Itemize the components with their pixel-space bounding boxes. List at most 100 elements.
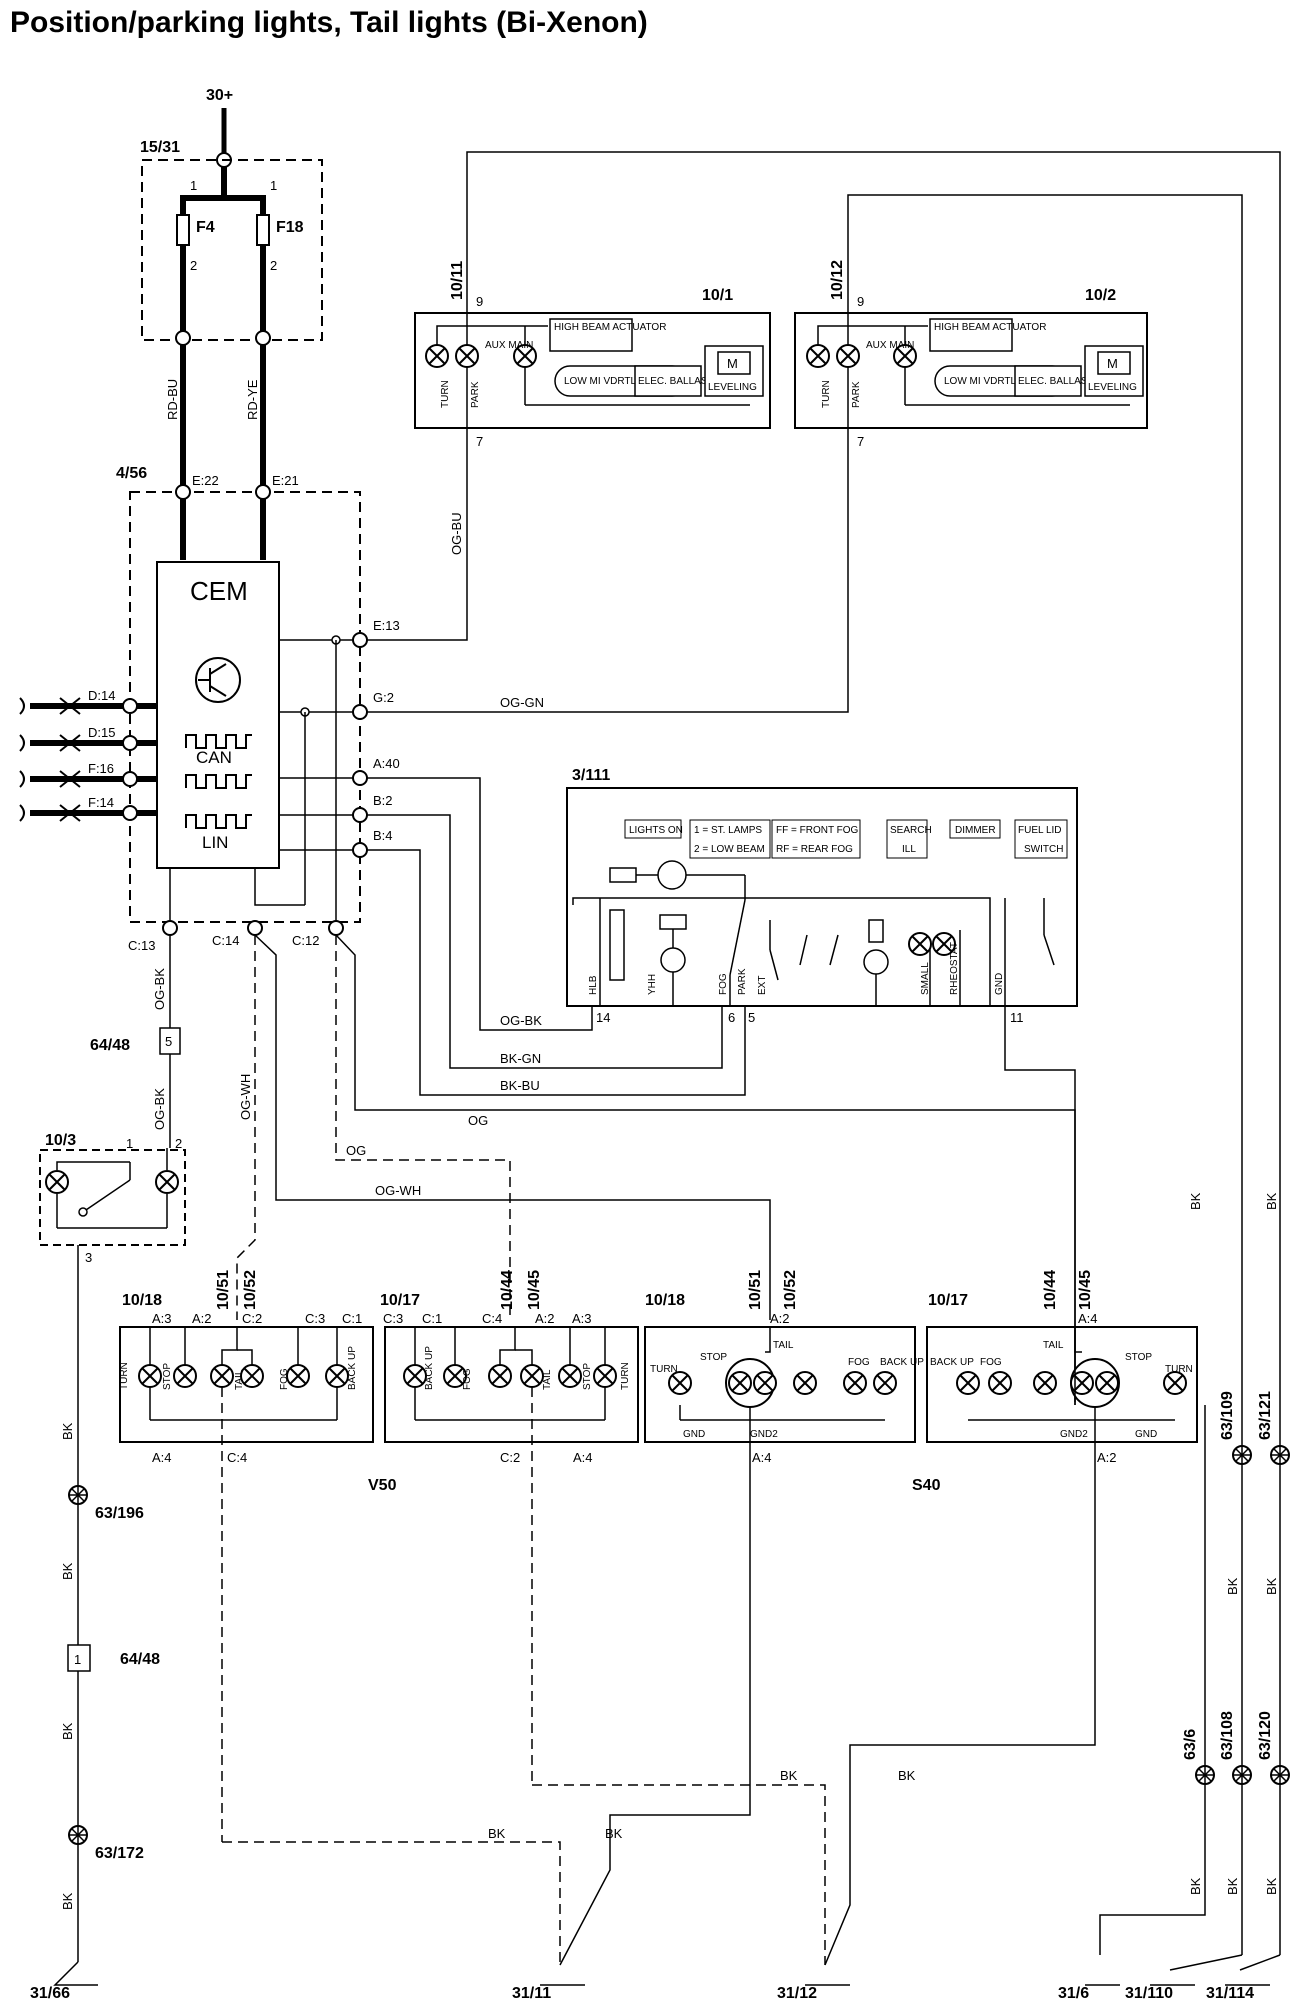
rear-lamp-2-pin-a4: A:4 bbox=[573, 1450, 593, 1465]
rear-lamp-2-group: 10/17 bbox=[380, 1292, 420, 1309]
rear-lamp-4-pin-a4: A:4 bbox=[1078, 1311, 1098, 1326]
svg-text:M: M bbox=[1107, 356, 1118, 371]
fuse-pin-in-2: 1 bbox=[270, 178, 277, 193]
rear-lamp-4 bbox=[926, 1326, 1198, 1443]
switch-pin-label-small: SMALL bbox=[920, 962, 931, 995]
wire-bk-b1: BK bbox=[488, 1826, 506, 1841]
switch-legend-rf: RF = REAR FOG bbox=[776, 844, 853, 855]
rear-lamp-3-id-a: 10/51 bbox=[747, 1270, 764, 1310]
rear-lamp-2-pin-c2: C:2 bbox=[500, 1450, 520, 1465]
cem-pin-e13: E:13 bbox=[373, 618, 400, 633]
connector-64-48-pin-5: 5 bbox=[165, 1034, 172, 1049]
rear-lamp-4-gnd2: GND2 bbox=[1060, 1429, 1088, 1440]
wire-bk-left-1: BK bbox=[60, 1422, 75, 1440]
rear-lamp-4-stop: STOP bbox=[1125, 1352, 1152, 1363]
fuse-f4-label: F4 bbox=[196, 219, 215, 236]
wire-rd-ye: RD-YE bbox=[245, 379, 260, 420]
rear-lamp-4-gnd: GND bbox=[1135, 1429, 1157, 1440]
wire-bk-r1: BK bbox=[1188, 1192, 1203, 1210]
wire-bk-bu: BK-BU bbox=[500, 1078, 540, 1093]
rear-lamp-3-pin-a2: A:2 bbox=[770, 1311, 790, 1326]
wire-bk-r4: BK bbox=[1264, 1577, 1279, 1595]
connector-64-48-pin-1: 1 bbox=[74, 1652, 81, 1667]
switch-legend-ff: FF = FRONT FOG bbox=[776, 825, 859, 836]
wire-og-wh: OG-WH bbox=[375, 1183, 421, 1198]
headlamp-2-pin-9: 9 bbox=[857, 294, 864, 309]
cem-pin-b4: B:4 bbox=[373, 828, 393, 843]
ground-31-114: 31/114 bbox=[1206, 1985, 1254, 2000]
switch-legend-switch: SWITCH bbox=[1024, 844, 1063, 855]
headlamp-1-label-park: PARK bbox=[470, 381, 481, 408]
rear-lamp-1-pin-a2: A:2 bbox=[192, 1311, 212, 1326]
connector-64-48-lower: 64/48 bbox=[120, 1651, 160, 1668]
rear-lamp-3-pin-a4: A:4 bbox=[752, 1450, 772, 1465]
rear-lamp-2-turn: TURN bbox=[620, 1362, 631, 1390]
cem-module bbox=[156, 561, 280, 869]
wire-bk-r7: BK bbox=[1264, 1877, 1279, 1895]
rear-lamp-1-backup: BACK UP bbox=[347, 1346, 358, 1390]
headlamp-1-unit: 10/1 bbox=[702, 287, 733, 304]
headlamp-2-label-high: HIGH BEAM ACTUATOR bbox=[934, 322, 1046, 333]
wire-bk-left-2: BK bbox=[60, 1562, 75, 1580]
lin-wave-icon bbox=[185, 814, 252, 829]
rear-lamp-2-pin-c3: C:3 bbox=[383, 1311, 403, 1326]
cem-pin-a40: A:40 bbox=[373, 756, 400, 771]
headlamp-2-label-ballast: ELEC. BALLAST bbox=[1018, 376, 1094, 387]
splice-63-172: 63/172 bbox=[95, 1845, 144, 1862]
switch-id: 3/111 bbox=[572, 767, 610, 784]
rear-lamp-4-tail: TAIL bbox=[1043, 1340, 1064, 1351]
wire-og-bu: OG-BU bbox=[449, 512, 464, 555]
rear-lamp-3-tail: TAIL bbox=[773, 1340, 794, 1351]
rear-lamp-1-pin-a3: A:3 bbox=[152, 1311, 172, 1326]
wire-og-wh-2: OG-WH bbox=[238, 1074, 253, 1120]
fuse-pin-in: 1 bbox=[190, 178, 197, 193]
splice-63-6: 63/6 bbox=[1182, 1729, 1199, 1760]
rear-lamp-4-fog: FOG bbox=[980, 1357, 1002, 1368]
fuse-f18 bbox=[256, 214, 270, 246]
wire-bk-r6: BK bbox=[1225, 1877, 1240, 1895]
ground-31-110: 31/110 bbox=[1125, 1985, 1173, 2000]
switch-legend-fuel: FUEL LID bbox=[1018, 825, 1062, 836]
switch-legend-ill: ILL bbox=[902, 844, 916, 855]
rear-lamp-2-id-b: 10/45 bbox=[526, 1270, 543, 1310]
cem-pin-d14: D:14 bbox=[88, 688, 115, 703]
headlamp-1-pin-7: 7 bbox=[476, 434, 483, 449]
headlamp-2-pin-7: 7 bbox=[857, 434, 864, 449]
wire-bk-b4: BK bbox=[898, 1768, 916, 1783]
wire-bk-left-4: BK bbox=[60, 1892, 75, 1910]
cem-pin-c14: C:14 bbox=[212, 933, 239, 948]
wire-bk-r3: BK bbox=[1225, 1577, 1240, 1595]
switch-pin-label-hlb: HLB bbox=[588, 975, 599, 995]
rear-lamp-1-stop: STOP bbox=[162, 1363, 173, 1390]
wire-og-gn: OG-GN bbox=[500, 695, 544, 710]
switch-pin-label-ext: EXT bbox=[757, 976, 768, 995]
rear-lamp-3-gnd: GND bbox=[683, 1429, 705, 1440]
rear-switch-pin-3: 3 bbox=[85, 1250, 92, 1265]
fuse-pin-out: 2 bbox=[190, 258, 197, 273]
rear-lamp-2-tail: TAIL bbox=[542, 1369, 553, 1390]
rear-lamp-3-turn: TURN bbox=[650, 1364, 678, 1375]
cem-pin-b2: B:2 bbox=[373, 793, 393, 808]
rear-lamp-1-pin-c1: C:1 bbox=[342, 1311, 362, 1326]
rear-lamp-2-pin-a2: A:2 bbox=[535, 1311, 555, 1326]
rear-lamp-4-id-a: 10/44 bbox=[1042, 1270, 1059, 1310]
v50-label: V50 bbox=[368, 1477, 397, 1494]
splice-63-120: 63/120 bbox=[1257, 1711, 1274, 1760]
transistor-icon bbox=[195, 657, 241, 703]
rear-lamp-3 bbox=[644, 1326, 916, 1443]
light-switch bbox=[566, 787, 1078, 1007]
wire-bk-b2: BK bbox=[605, 1826, 623, 1841]
rear-switch bbox=[39, 1149, 186, 1246]
cem-pin-e22: E:22 bbox=[192, 473, 219, 488]
can-wave-icon bbox=[185, 734, 252, 749]
headlamp-1-label-aux: AUX MAIN bbox=[485, 340, 533, 351]
wire-og-bk-3: OG-BK bbox=[152, 1088, 167, 1130]
cem-lin-label: LIN bbox=[202, 833, 228, 852]
headlamp-1-label-high: HIGH BEAM ACTUATOR bbox=[554, 322, 666, 333]
headlamp-2-id: 10/12 bbox=[829, 260, 846, 300]
fusebox-id: 15/31 bbox=[140, 139, 180, 156]
headlamp-2-unit: 10/2 bbox=[1085, 287, 1116, 304]
rear-lamp-4-pin-a2: A:2 bbox=[1097, 1450, 1117, 1465]
fuse-pin-out-2: 2 bbox=[270, 258, 277, 273]
rear-lamp-1-tail: TAIL bbox=[234, 1369, 245, 1390]
